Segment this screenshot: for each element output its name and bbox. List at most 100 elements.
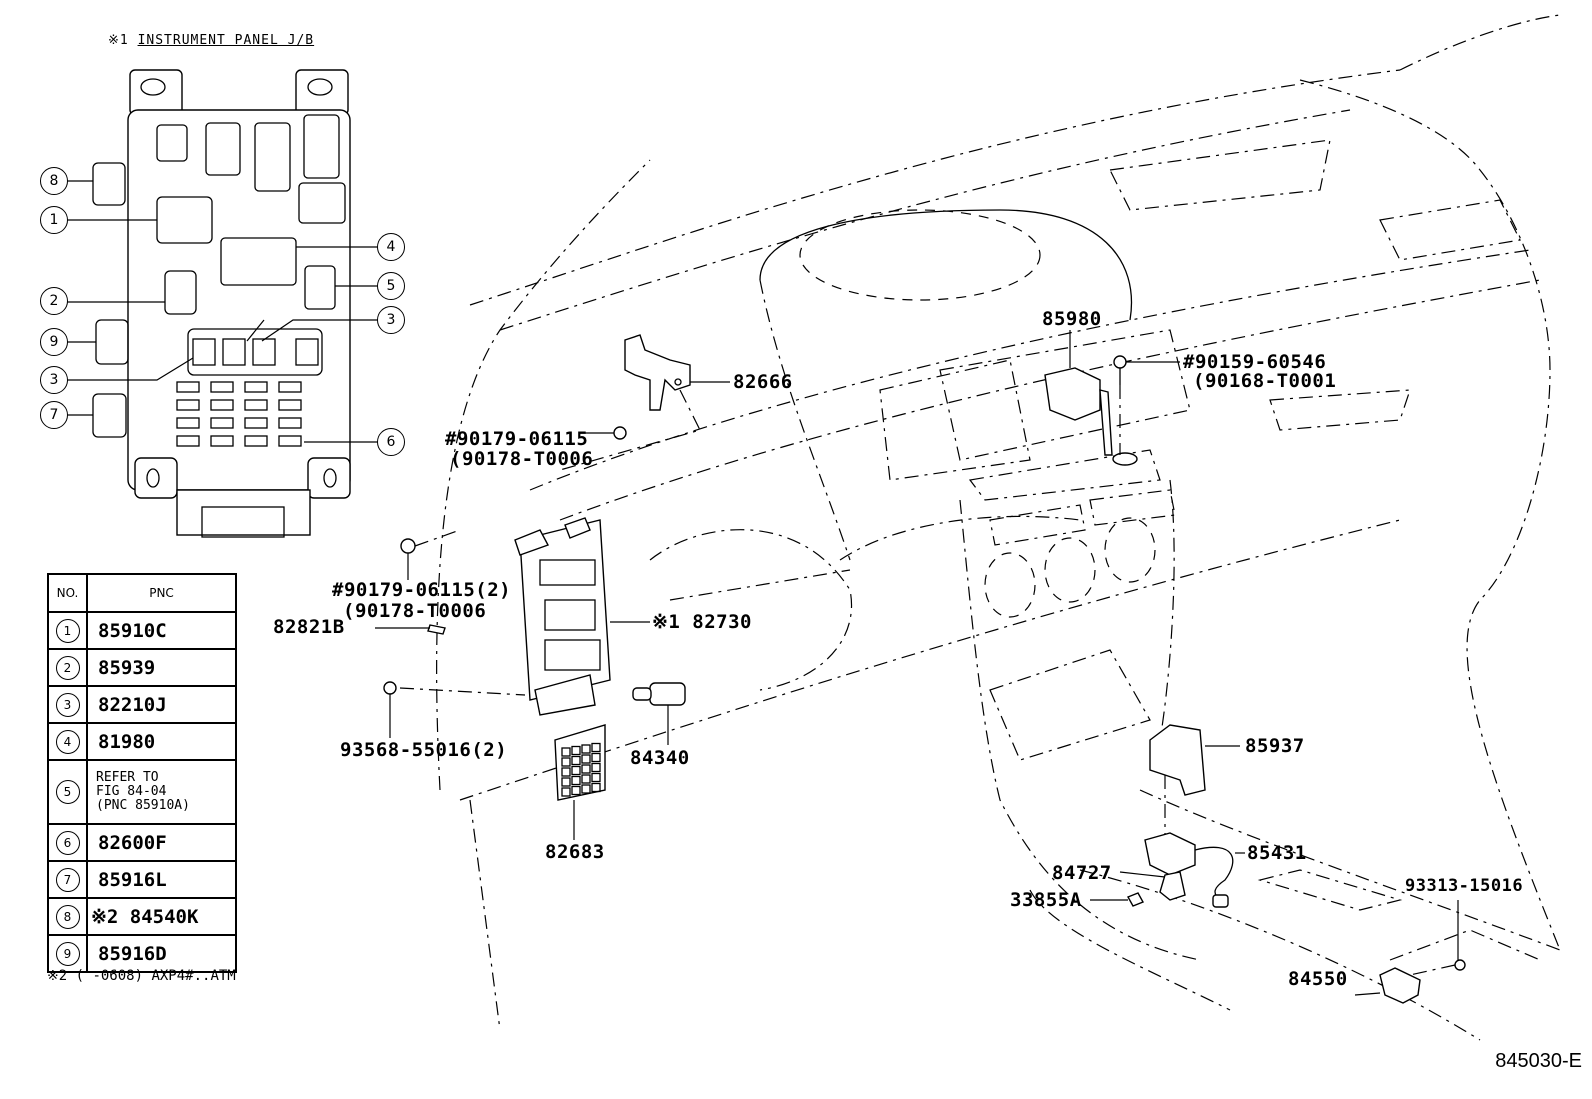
callout-3-right: 3 (377, 306, 405, 334)
label-84340: 84340 (630, 747, 690, 769)
cover-grid-cell (561, 767, 571, 777)
fuse-slot (176, 435, 200, 447)
label-84550: 84550 (1288, 968, 1348, 990)
title-text: INSTRUMENT PANEL J/B (137, 33, 315, 48)
label-93313-15016: 93313-15016 (1405, 876, 1524, 896)
part-82730-junction-block (375, 517, 650, 738)
label-85937: 85937 (1245, 735, 1305, 757)
label-82730: ※1 82730 (652, 611, 752, 633)
cover-grid-cell (581, 744, 591, 754)
label-screw-90168-t0001: (90168-T0001 (1193, 370, 1337, 392)
cover-grid-cell (571, 785, 581, 796)
cover-grid-cell (571, 775, 581, 786)
label-82821b: 82821B (273, 616, 345, 638)
junction-block-detail (66, 69, 378, 538)
reference-line-1: REFER TO (96, 770, 159, 785)
reference-line-2: FIG 84-04 (96, 784, 167, 799)
header-no: NO. (47, 573, 88, 613)
cover-grid-cell (571, 745, 581, 756)
label-33855a: 33855A (1010, 889, 1082, 911)
fuse-slot (176, 381, 200, 393)
fuse-slot (176, 417, 200, 429)
row-pnc: ※2 84540K (86, 897, 237, 936)
table-header-row: NO. PNC (47, 573, 237, 613)
fuse-slot (278, 399, 302, 411)
fuse-slot (244, 417, 268, 429)
part-82666-bracket (559, 334, 730, 471)
reference-line-3: (PNC 85910A) (96, 798, 190, 813)
callout-3-left: 3 (40, 366, 68, 394)
label-screw-90159-60546: #90159-60546 (1183, 351, 1327, 373)
row-pnc: 85910C (86, 611, 237, 650)
cover-grid-cell (591, 752, 601, 763)
cover-grid-cell (571, 755, 581, 766)
cover-grid-cell (581, 764, 591, 774)
label-93568-55016: 93568-55016(2) (340, 739, 508, 761)
label-82683: 82683 (545, 841, 605, 863)
junction-block-title: ※1 INSTRUMENT PANEL J/B (108, 33, 314, 48)
table-row: 5 REFER TO FIG 84-04 (PNC 85910A) (47, 759, 237, 825)
title-mark: ※1 (108, 33, 129, 48)
row-number: 7 (55, 867, 80, 892)
cover-grid-cell (561, 787, 571, 797)
header-pnc: PNC (86, 573, 237, 613)
row-pnc: 81980 (86, 722, 237, 761)
table-row: 8 ※2 84540K (47, 897, 237, 936)
table-row: 7 85916L (47, 860, 237, 899)
label-bolt-90178-t0006-2: (90178-T0006 (343, 600, 487, 622)
table-row: 1 85910C (47, 611, 237, 650)
label-bolt-90178-t0006: (90178-T0006 (450, 448, 594, 470)
fuse-slot (176, 399, 200, 411)
callout-2: 2 (40, 287, 68, 315)
row-number: 4 (55, 729, 80, 754)
callout-1: 1 (40, 206, 68, 234)
row-number: 8 (55, 904, 80, 929)
cover-grid-cell (571, 765, 581, 776)
row-pnc: 82600F (86, 823, 237, 862)
table-row: 2 85939 (47, 648, 237, 687)
row-number: 3 (55, 692, 80, 717)
callout-9: 9 (40, 328, 68, 356)
fuse-slot (210, 435, 234, 447)
cover-grid-cell (591, 742, 601, 753)
pnc-table: NO. PNC 1 85910C 2 85939 3 82210J 4 8198… (47, 573, 237, 973)
part-84340-switch (632, 682, 686, 745)
row-number: 2 (55, 655, 80, 680)
cover-grid-cell (591, 772, 601, 783)
dashboard-outline (436, 14, 1561, 1041)
fuse-slot (210, 417, 234, 429)
cover-grid-cell (561, 757, 571, 767)
table-row: 9 85916D (47, 934, 237, 973)
fuse-slot (278, 381, 302, 393)
label-bolt-90179-06115-2: #90179-06115(2) (332, 579, 512, 601)
row-pnc: 85939 (86, 648, 237, 687)
row-number: 9 (55, 941, 80, 966)
label-85980: 85980 (1042, 308, 1102, 330)
row-pnc-reference: REFER TO FIG 84-04 (PNC 85910A) (86, 759, 237, 825)
row-pnc: 85916L (86, 860, 237, 899)
callout-8: 8 (40, 167, 68, 195)
cover-grid-cell (581, 784, 591, 794)
cover-grid-cell (591, 782, 601, 793)
label-85431: 85431 (1247, 842, 1307, 864)
fuse-slot (244, 381, 268, 393)
row-pnc: 85916D (86, 934, 237, 973)
part-85431-sensor (1090, 832, 1245, 908)
fuse-slot (278, 417, 302, 429)
row-number: 6 (55, 830, 80, 855)
part-82683-fuse-cover (554, 724, 606, 840)
callout-4: 4 (377, 233, 405, 261)
fuse-slot (244, 399, 268, 411)
table-row: 3 82210J (47, 685, 237, 724)
cover-grid-cell (581, 754, 591, 764)
fuse-slot (244, 435, 268, 447)
cover-grid-cell (591, 762, 601, 773)
callout-5: 5 (377, 272, 405, 300)
part-84550-switch (1354, 900, 1466, 1004)
callout-7: 7 (40, 401, 68, 429)
table-row: 4 81980 (47, 722, 237, 761)
cover-grid-cell (581, 774, 591, 784)
label-bolt-90179-06115: #90179-06115 (445, 428, 589, 450)
label-84727: 84727 (1052, 862, 1112, 884)
table-row: 6 82600F (47, 823, 237, 862)
